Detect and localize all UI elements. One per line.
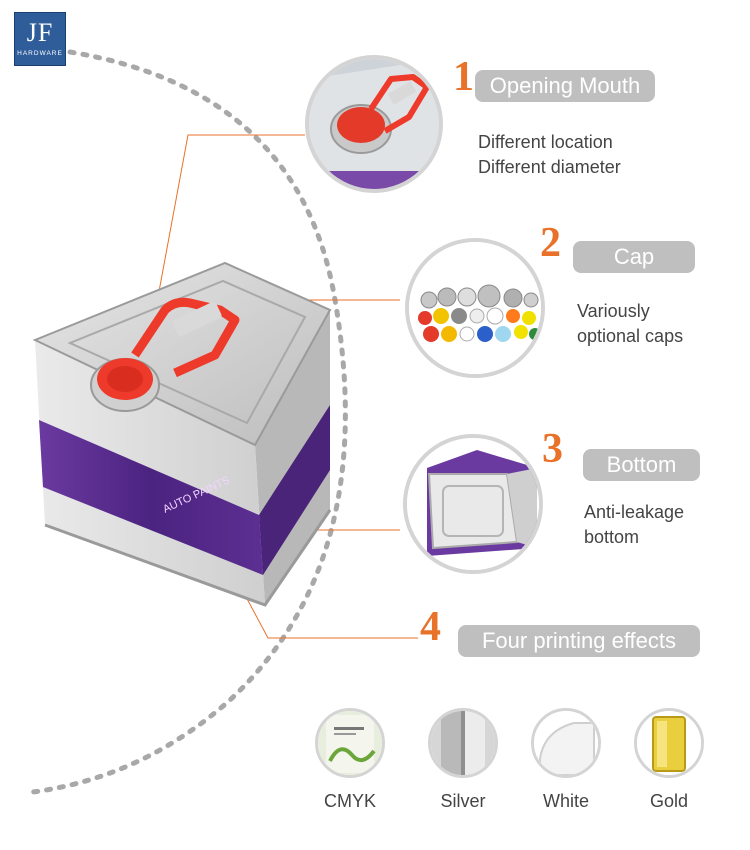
feature-2-desc: Variously optional caps	[577, 299, 683, 349]
effect-cmyk-label: CMYK	[323, 791, 376, 811]
effect-gold-swatch	[634, 708, 704, 778]
effect-silver-swatch	[428, 708, 498, 778]
feature-4-title: Four printing effects	[458, 625, 700, 657]
effect-gold-label: Gold	[649, 791, 689, 811]
bottom-photo	[403, 434, 543, 574]
feature-1-title: Opening Mouth	[475, 70, 655, 102]
effect-white-label: White	[542, 791, 589, 811]
feature-2-title: Cap	[573, 241, 695, 273]
feature-3-number: 3	[542, 426, 563, 472]
effect-white-swatch	[531, 708, 601, 778]
brand-logo: JF HARDWARE	[14, 12, 66, 66]
feature-1-desc-line-2: Different diameter	[478, 157, 621, 177]
logo-mark: JF	[26, 18, 54, 47]
feature-4-number: 4	[420, 604, 441, 650]
opening-mouth-photo	[305, 55, 443, 193]
feature-2-desc-line-2: optional caps	[577, 326, 684, 346]
feature-2-desc-line-1: Variously	[577, 301, 650, 321]
paint-tin-can-image: AUTO PAINTS	[32, 261, 332, 607]
feature-2-number: 2	[540, 220, 561, 266]
effect-cmyk-swatch	[315, 708, 385, 778]
feature-3-desc: Anti-leakage bottom	[584, 500, 684, 550]
caps-photo	[405, 238, 545, 378]
feature-1-number: 1	[453, 54, 474, 100]
feature-3-desc-line-2: bottom	[584, 527, 640, 547]
feature-3-desc-line-1: Anti-leakage	[584, 502, 685, 522]
feature-1-desc: Different location Different diameter	[478, 130, 621, 180]
feature-3-title: Bottom	[583, 449, 700, 481]
effect-silver-label: Silver	[440, 791, 486, 811]
feature-1-desc-line-1: Different location	[478, 132, 613, 152]
logo-subtext: HARDWARE	[17, 50, 63, 57]
